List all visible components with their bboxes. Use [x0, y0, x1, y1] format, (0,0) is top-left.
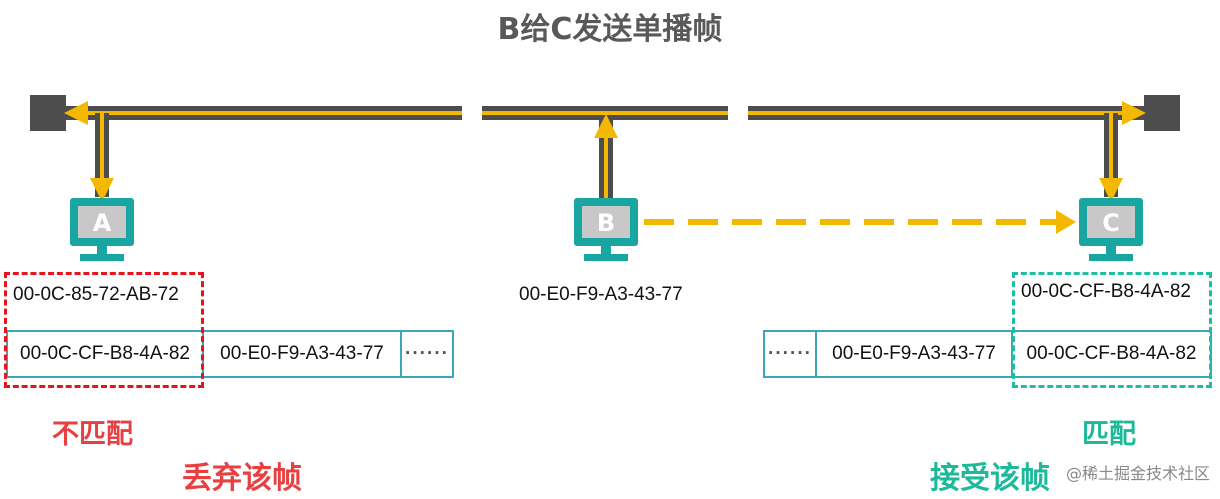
host-b-monitor [574, 198, 638, 261]
host-c-letter: C [1102, 209, 1120, 237]
mismatch-label: 不匹配 [52, 419, 133, 450]
frame-right-src-cell: 00-E0-F9-A3-43-77 [815, 330, 1013, 378]
drop-line-c [1099, 113, 1123, 202]
accept-label: 接受该帧 [930, 461, 1050, 496]
bus-terminator-right [1144, 95, 1180, 131]
discard-label: 丢弃该帧 [182, 461, 302, 496]
mismatch-highlight-box [4, 272, 204, 388]
host-a-letter: A [93, 209, 112, 237]
frame-left-src-cell: 00-E0-F9-A3-43-77 [202, 330, 402, 378]
footer-watermark: @稀土掘金技术社区 [1065, 464, 1210, 483]
host-a-monitor [70, 198, 134, 261]
host-c-mac: 00-0C-CF-B8-4A-82 [1021, 281, 1191, 302]
unicast-arrowhead [1056, 210, 1076, 234]
drop-line-b [594, 114, 618, 206]
frame-left-more-cell: ······ [400, 330, 454, 378]
diagram-title: B给C发送单播帧 [497, 12, 723, 47]
match-label: 匹配 [1082, 419, 1136, 450]
host-b-mac: 00-E0-F9-A3-43-77 [519, 284, 683, 305]
frame-right-more-cell: ······ [763, 330, 817, 378]
frame-right-dest-cell: 00-0C-CF-B8-4A-82 [1011, 330, 1212, 378]
bus-terminator-left [30, 95, 66, 131]
drop-line-a [90, 113, 114, 202]
frame-left-dest-cell: 00-0C-CF-B8-4A-82 [6, 330, 204, 378]
host-a-mac: 00-0C-85-72-AB-72 [13, 284, 179, 305]
match-highlight-box [1012, 272, 1212, 388]
host-b-letter: B [597, 209, 615, 237]
host-c-monitor [1079, 198, 1143, 261]
